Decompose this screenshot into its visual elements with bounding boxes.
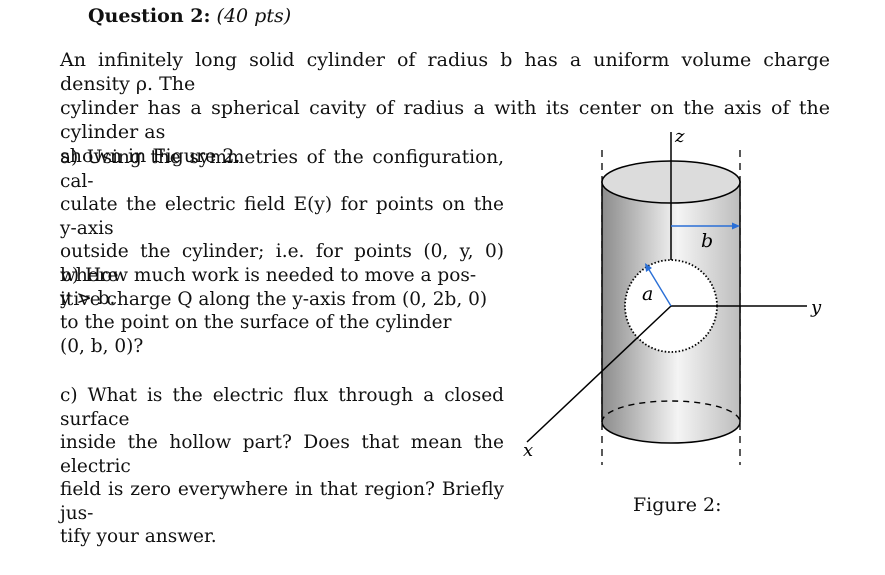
cavity-radius-arrow: [647, 267, 672, 307]
intro-line: shown in Figure 2.: [60, 145, 241, 167]
figure-caption: Figure 2:: [633, 494, 722, 516]
question-points: (40 pts): [216, 5, 292, 27]
part-c: c) What is the electric flux through a c…: [60, 384, 504, 549]
part-a-line: y > b.: [60, 288, 116, 309]
arrowhead-icon: [645, 263, 652, 272]
x-axis-label: x: [523, 440, 533, 461]
part-b-line: (0, b, 0)?: [60, 335, 144, 357]
x-axis: [526, 305, 672, 443]
part-c-line: field is zero everywhere in that region?…: [60, 479, 504, 524]
cavity-radius-label: a: [642, 283, 653, 305]
part-c-line: tify your answer.: [60, 526, 217, 547]
cylinder-figure: z y x b a: [523, 126, 822, 465]
part-b-line: b) How much work is needed to move a pos…: [60, 265, 477, 286]
problem-statement: An infinitely long solid cylinder of rad…: [60, 48, 830, 168]
intro-line: cylinder has a spherical cavity of radiu…: [60, 97, 830, 143]
z-axis-label: z: [674, 126, 685, 147]
part-b-line: itive charge Q along the y-axis from (0,…: [60, 288, 488, 310]
part-a-line: a) Using the symmetries of the configura…: [60, 147, 504, 192]
part-b: b) How much work is needed to move a pos…: [60, 264, 504, 358]
arrowhead-icon: [732, 222, 740, 230]
part-a: a) Using the symmetries of the configura…: [60, 146, 504, 311]
y-axis-label: y: [810, 297, 822, 318]
intro-line: An infinitely long solid cylinder of rad…: [60, 49, 830, 95]
question-label: Question 2:: [88, 5, 211, 27]
part-c-line: inside the hollow part? Does that mean t…: [60, 432, 504, 477]
part-a-line: culate the electric field E(y) for point…: [60, 194, 504, 239]
part-c-line: c) What is the electric flux through a c…: [60, 385, 504, 430]
part-b-line: to the point on the surface of the cylin…: [60, 312, 452, 333]
cylinder-bottom-hidden-edge: [601, 400, 741, 423]
part-a-line: outside the cylinder; i.e. for points (0…: [60, 241, 504, 286]
cylinder-radius-label: b: [701, 230, 713, 252]
question-header: Question 2: (40 pts): [88, 5, 291, 27]
